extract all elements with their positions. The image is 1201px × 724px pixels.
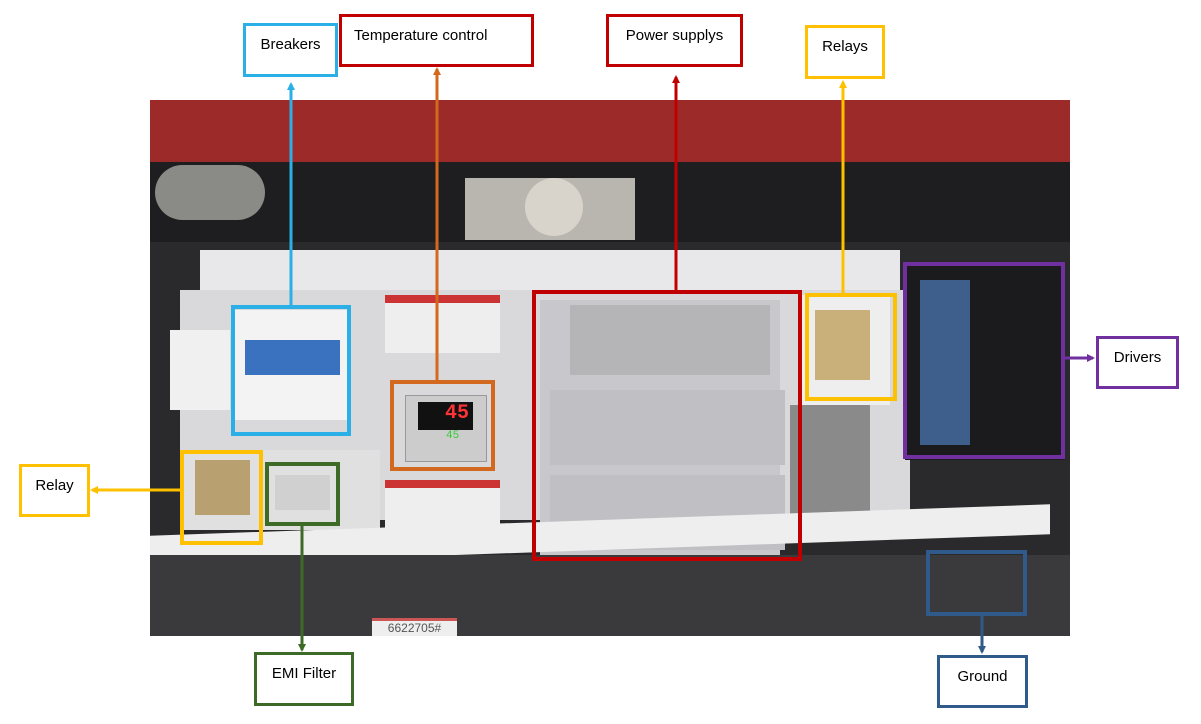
label-relays: Relays — [805, 25, 885, 79]
serial-sticker: 6622705# — [372, 618, 457, 636]
ground-highlight — [926, 550, 1027, 616]
drivers-highlight — [903, 262, 1065, 459]
label-emi-filter: EMI Filter — [254, 652, 354, 706]
label-drivers: Drivers — [1096, 336, 1179, 389]
label-breakers: Breakers — [243, 23, 338, 77]
relay-highlight — [180, 450, 263, 545]
control-cabinet-photo: 45 45 6622705# — [150, 100, 1070, 636]
label-relay: Relay — [19, 464, 90, 517]
temperature-highlight — [390, 380, 495, 471]
temp-display: 45 — [418, 402, 473, 430]
label-ground: Ground — [937, 655, 1028, 708]
relays-highlight — [805, 293, 897, 401]
emi-filter-highlight — [265, 462, 340, 526]
power-supplys-highlight — [532, 290, 802, 561]
label-power-supplys: Power supplys — [606, 14, 743, 67]
red-cover — [150, 100, 1070, 162]
label-temperature-control: Temperature control — [339, 14, 534, 67]
breakers-highlight — [231, 305, 351, 436]
